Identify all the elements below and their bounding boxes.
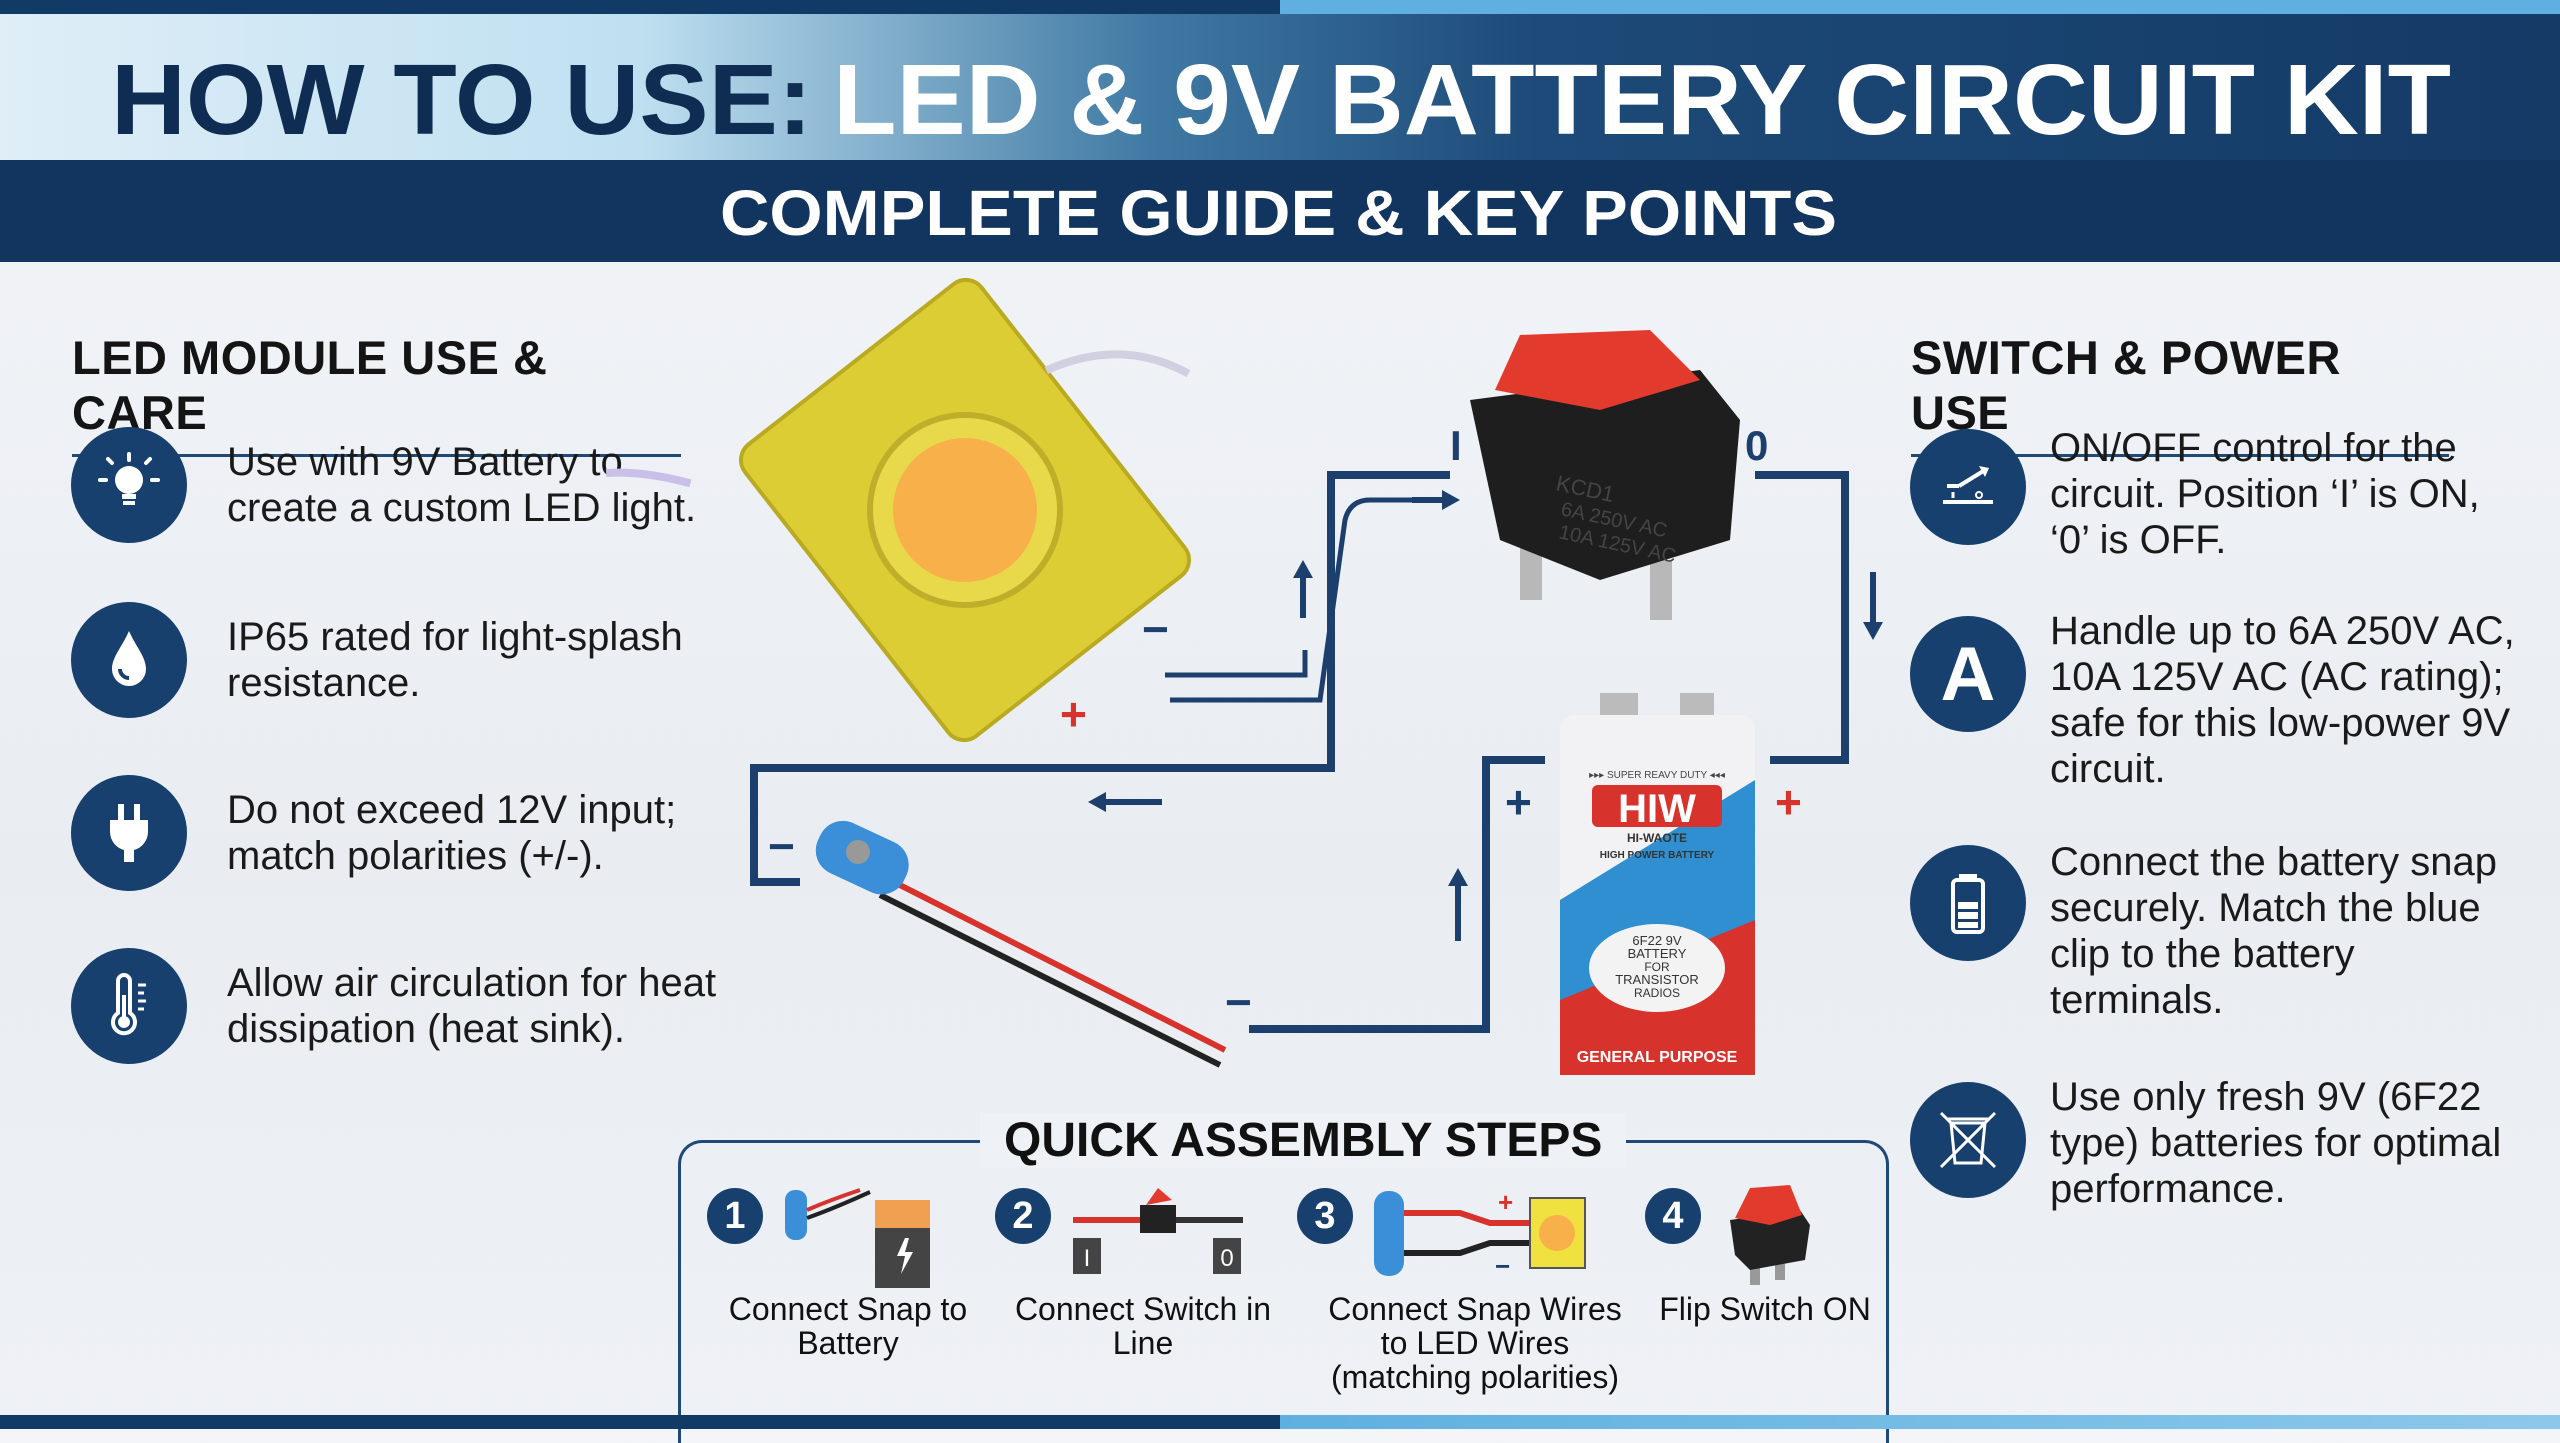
arrow-down-icon xyxy=(1863,572,1883,640)
wire-led-upper xyxy=(1170,497,1440,703)
step-mark: I xyxy=(1084,1245,1091,1272)
title-dark: HOW TO USE: xyxy=(111,44,812,156)
snap-to-led-icon: +− xyxy=(1374,1187,1586,1281)
led-chip xyxy=(893,438,1037,582)
subtitle-svg: COMPLETE GUIDE & KEY POINTS xyxy=(720,177,1837,249)
step-label: Connect Switch in Line xyxy=(1014,1291,1272,1361)
snap-minus-label: − xyxy=(768,820,795,872)
step-number: 3 xyxy=(1297,1188,1353,1244)
left-item-lightbulb: Use with 9V Battery to create a custom L… xyxy=(71,427,731,543)
circuit-wires xyxy=(750,471,1849,1033)
arrow-right-icon xyxy=(1412,490,1460,510)
battery-9v: ▸▸▸ SUPER REAVY DUTY ◂◂◂ HIW HI-WAOTE HI… xyxy=(1560,693,1755,1075)
ampere-icon: A xyxy=(1910,616,2026,732)
battery-snap-connector xyxy=(815,820,1227,1068)
ampere-glyph: A xyxy=(1940,631,1996,717)
battery-oval-line: 6F22 9V xyxy=(1632,933,1681,948)
led-module xyxy=(605,277,1192,743)
right-item-switch: ON/OFF control for the circuit. Position… xyxy=(1910,426,2550,563)
left-item-text: IP65 rated for light-splash resistance. xyxy=(227,615,683,705)
step-number: 1 xyxy=(707,1188,763,1244)
battery-oval-line: FOR xyxy=(1644,960,1670,974)
battery-plus-right-label: + xyxy=(1775,776,1802,828)
step-plus: + xyxy=(1498,1187,1513,1217)
no-trash-bin-icon xyxy=(1910,1082,2026,1198)
title-light: LED & 9V BATTERY CIRCUIT KIT xyxy=(833,44,2451,156)
snap-battery-icon xyxy=(785,1188,930,1288)
top-accent-strip xyxy=(0,0,2560,14)
wire-minus-label: − xyxy=(1225,976,1252,1028)
battery-sub-brand: HI-WAOTE xyxy=(1627,831,1687,845)
step-label: Connect Snap to Battery xyxy=(728,1291,968,1361)
right-item-ampere: A Handle up to 6A 250V AC, 10A 125V AC (… xyxy=(1910,609,2550,792)
step-label: Flip Switch ON xyxy=(1659,1291,1871,1327)
thermometer-icon xyxy=(71,948,187,1064)
right-item-text: Use only fresh 9V (6F22 type) batteries … xyxy=(2050,1075,2502,1211)
title-banner: HOW TO USE:LED & 9V BATTERY CIRCUIT KIT xyxy=(0,14,2560,160)
step-mark: 0 xyxy=(1220,1245,1233,1272)
battery-plus-left-label: + xyxy=(1505,776,1532,828)
left-item-plug: Do not exceed 12V input; match polaritie… xyxy=(71,775,731,891)
water-drop-icon xyxy=(71,602,187,718)
wire-led-arrow-wire xyxy=(1165,650,1308,678)
switch-on-label: I xyxy=(1450,422,1462,469)
switch-off-label: 0 xyxy=(1745,422,1768,469)
battery-oval-line: RADIOS xyxy=(1634,986,1680,1000)
left-item-water: IP65 rated for light-splash resistance. xyxy=(71,602,731,718)
right-heading: SWITCH & POWER USE xyxy=(1911,330,2449,457)
right-item-text: Handle up to 6A 250V AC, 10A 125V AC (AC… xyxy=(2050,609,2515,791)
battery-footer: GENERAL PURPOSE xyxy=(1577,1049,1738,1066)
right-item-battery: Connect the battery snap securely. Match… xyxy=(1910,840,2550,1023)
battery-brand: HIW xyxy=(1618,787,1696,831)
led-minus-label: − xyxy=(1142,603,1169,655)
diagram-labels: I 0 + − + + − − xyxy=(768,422,1802,1028)
plug-icon xyxy=(71,775,187,891)
left-item-text: Do not exceed 12V input; match polaritie… xyxy=(227,788,677,878)
step-label: Connect Snap Wires to LED Wires (matchin… xyxy=(1328,1291,1622,1395)
right-item-text: ON/OFF control for the circuit. Position… xyxy=(2050,426,2480,562)
rocker-switch: KCD1 6A 250V AC 10A 125V AC xyxy=(1470,330,1740,620)
bottom-accent-strip xyxy=(0,1415,2560,1429)
led-plus-label: + xyxy=(1060,688,1087,740)
lightbulb-icon xyxy=(71,427,187,543)
right-item-text: Connect the battery snap securely. Match… xyxy=(2050,840,2497,1022)
step-number: 2 xyxy=(995,1188,1051,1244)
left-item-thermometer: Allow air circulation for heat dissipati… xyxy=(71,948,771,1064)
wire-switch-to-battery xyxy=(1755,471,1849,764)
wire-battery-to-snap xyxy=(1249,756,1545,1033)
left-item-text: Allow air circulation for heat dissipati… xyxy=(227,961,717,1051)
battery-tagline: ▸▸▸ SUPER REAVY DUTY ◂◂◂ xyxy=(1589,770,1725,781)
page-subtitle: COMPLETE GUIDE & KEY POINTS xyxy=(720,177,1837,249)
arrow-up-icon xyxy=(1448,868,1468,941)
quick-steps-title: QUICK ASSEMBLY STEPS xyxy=(980,1113,1627,1168)
title-svg: HOW TO USE:LED & 9V BATTERY CIRCUIT KIT xyxy=(111,44,2451,156)
wire-switch-to-snap xyxy=(750,471,1450,886)
rocker-switch-on-icon xyxy=(1730,1185,1810,1285)
right-item-recycle: Use only fresh 9V (6F22 type) batteries … xyxy=(1910,1075,2550,1212)
arrow-up-icon xyxy=(1293,560,1313,618)
step-number: 4 xyxy=(1645,1188,1701,1244)
subtitle-banner: COMPLETE GUIDE & KEY POINTS xyxy=(0,160,2560,262)
flow-arrows xyxy=(1088,490,1883,941)
step-minus: − xyxy=(1495,1251,1510,1281)
battery-icon xyxy=(1910,845,2026,961)
left-item-text: Use with 9V Battery to create a custom L… xyxy=(227,440,697,530)
svg-text:HOW TO USE:LED & 9V BATTERY CI: HOW TO USE:LED & 9V BATTERY CIRCUIT KIT xyxy=(111,44,2451,156)
battery-type: HIGH POWER BATTERY xyxy=(1600,850,1715,861)
arrow-left-icon xyxy=(1088,792,1162,812)
battery-oval-line: BATTERY xyxy=(1628,946,1687,961)
battery-oval-line: TRANSISTOR xyxy=(1615,972,1699,987)
switch-toggle-icon xyxy=(1910,429,2026,545)
